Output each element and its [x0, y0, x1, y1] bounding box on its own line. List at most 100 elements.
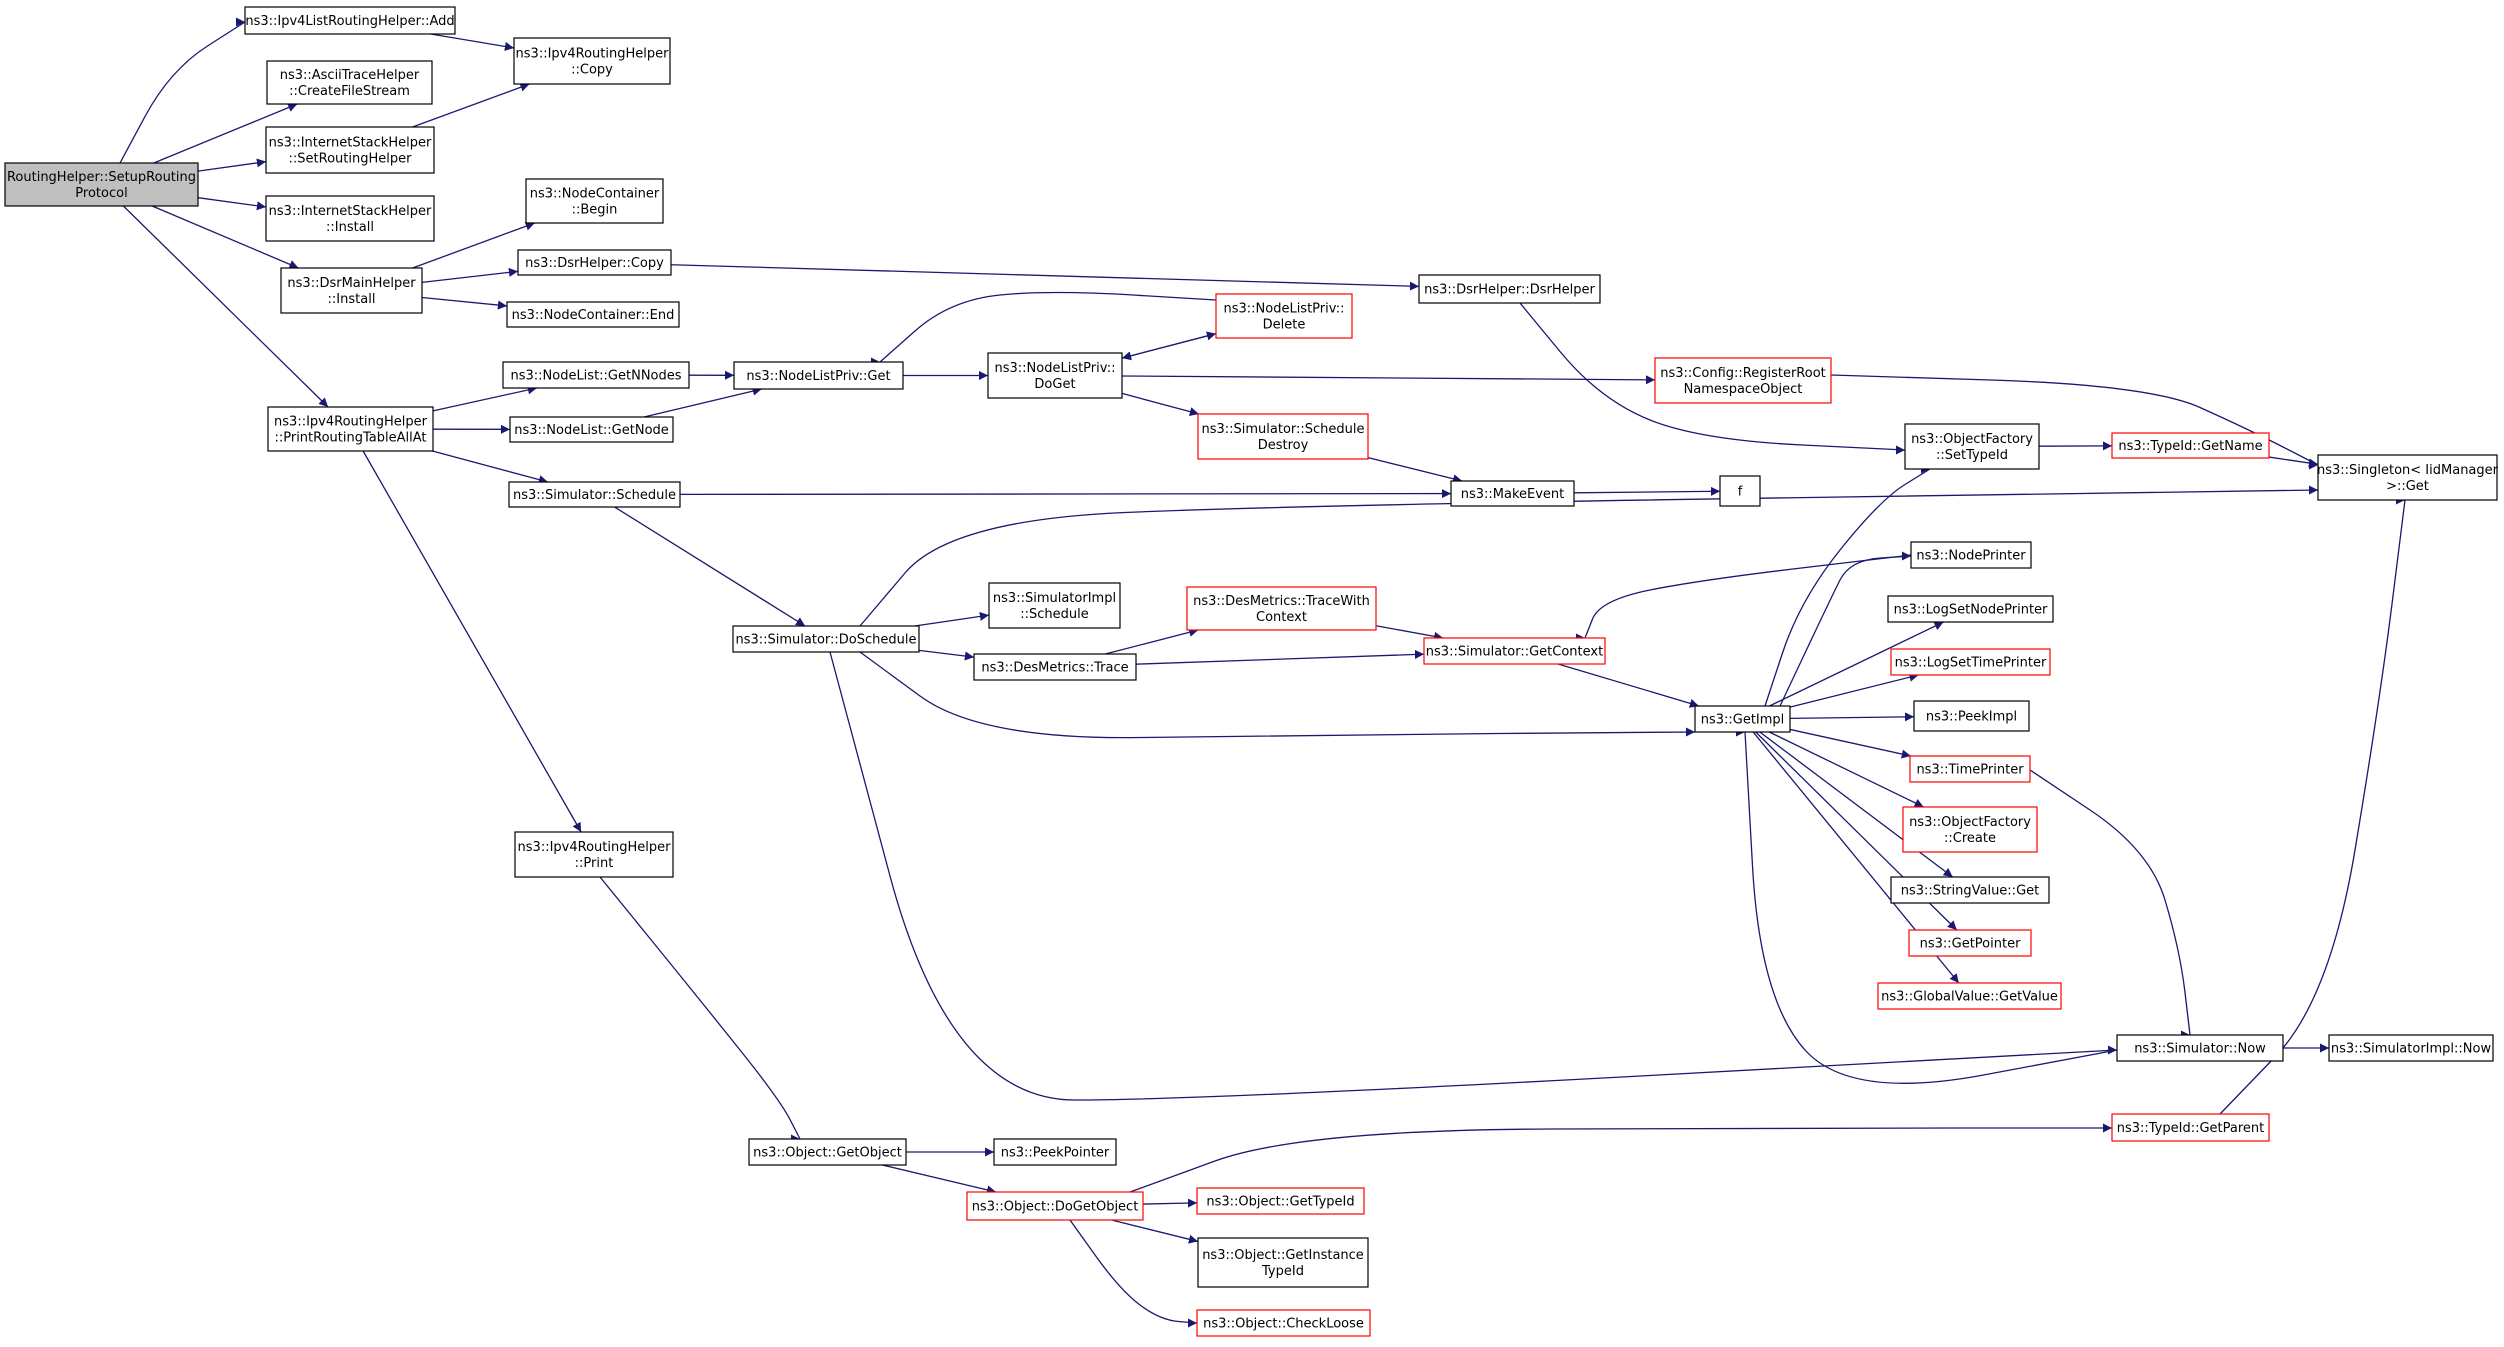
node-obj-getobject[interactable]: ns3::Object::GetObject: [748, 1138, 907, 1166]
node-ish-install[interactable]: ns3::InternetStackHelper::Install: [265, 195, 435, 242]
node-dsrhelper-copy[interactable]: ns3::DsrHelper::Copy: [517, 249, 672, 276]
edge-obj_dogetobject-to-obj_checkloose: [1069, 1219, 1198, 1327]
node-logsettimeprinter[interactable]: ns3::LogSetTimePrinter: [1890, 648, 2051, 676]
node-obj-gettypeid[interactable]: ns3::Object::GetTypeId: [1196, 1187, 1365, 1215]
node-box: [993, 1138, 1117, 1166]
node-dsrmain-install[interactable]: ns3::DsrMainHelper::Install: [280, 267, 423, 314]
node-label: ns3::NodePrinter: [1916, 549, 2026, 564]
node-nodeprinter[interactable]: ns3::NodePrinter: [1910, 541, 2032, 569]
node-nl-getnnodes[interactable]: ns3::NodeList::GetNNodes: [502, 361, 690, 389]
node-label: ::CreateFileStream: [289, 84, 410, 99]
node-ascii-create[interactable]: ns3::AsciiTraceHelper::CreateFileStream: [266, 60, 433, 105]
node-label: ns3::Ipv4ListRoutingHelper::Add: [245, 14, 454, 29]
node-ipv4rh-printall[interactable]: ns3::Ipv4RoutingHelper::PrintRoutingTabl…: [267, 406, 434, 452]
edge-sim_doschedule-to-simimpl_schedule: [914, 611, 990, 627]
node-box: [513, 37, 671, 85]
node-box: [2317, 454, 2498, 501]
node-typeid-getparent[interactable]: ns3::TypeId::GetParent: [2111, 1113, 2270, 1142]
node-stringvalue-get[interactable]: ns3::StringValue::Get: [1890, 876, 2050, 904]
node-label: ns3::StringValue::Get: [1901, 884, 2039, 899]
node-box: [2111, 1113, 2270, 1142]
edge-nlp_doget-to-sim_schedule_destroy: [1121, 392, 1200, 417]
node-label: ns3::LogSetNodePrinter: [1894, 603, 2048, 618]
node-sim-now[interactable]: ns3::Simulator::Now: [2116, 1034, 2284, 1062]
edge-typeid_getname-to-singleton_get: [2268, 456, 2319, 468]
node-box: [748, 1138, 907, 1166]
node-nlp-delete[interactable]: ns3::NodeListPriv::Delete: [1215, 293, 1353, 339]
node-typeid-getname[interactable]: ns3::TypeId::GetName: [2111, 432, 2270, 459]
edge-cfg_register-to-singleton_get: [1830, 374, 2319, 466]
edge-root-to-ish_install: [197, 197, 267, 211]
node-ipv4rh-print[interactable]: ns3::Ipv4RoutingHelper::Print: [514, 831, 674, 878]
node-label: ns3::ObjectFactory: [1909, 815, 2031, 830]
node-label: ns3::Ipv4RoutingHelper: [274, 415, 428, 430]
node-label: ns3::TimePrinter: [1916, 763, 2024, 778]
node-box: [1909, 755, 2031, 783]
node-nc-end[interactable]: ns3::NodeContainer::End: [506, 301, 680, 328]
node-box: [506, 301, 680, 328]
node-f[interactable]: f: [1719, 475, 1761, 507]
node-label: ns3::Singleton< IidManager: [2317, 463, 2499, 478]
node-getimpl[interactable]: ns3::GetImpl: [1694, 705, 1791, 733]
node-logsetnodeprinter[interactable]: ns3::LogSetNodePrinter: [1887, 595, 2054, 623]
node-label: ns3::NodeContainer::End: [512, 308, 675, 323]
edge-getimpl-to-of_create: [1768, 731, 1924, 808]
node-singleton-get[interactable]: ns3::Singleton< IidManager>::Get: [2317, 454, 2499, 501]
node-ipv4rh-copy[interactable]: ns3::Ipv4RoutingHelper::Copy: [513, 37, 671, 85]
node-label: ::Copy: [571, 63, 613, 78]
node-peekimpl[interactable]: ns3::PeekImpl: [1913, 700, 2030, 732]
node-box: [265, 195, 435, 242]
node-nlp-doget[interactable]: ns3::NodeListPriv::DoGet: [987, 352, 1123, 399]
node-desm-trace[interactable]: ns3::DesMetrics::Trace: [973, 653, 1137, 681]
node-obj-dogetobject[interactable]: ns3::Object::DoGetObject: [966, 1191, 1144, 1221]
node-peekpointer[interactable]: ns3::PeekPointer: [993, 1138, 1117, 1166]
node-globalvalue-get[interactable]: ns3::GlobalValue::GetValue: [1877, 982, 2062, 1010]
node-box: [525, 178, 664, 224]
node-label: ns3::Simulator::GetContext: [1426, 645, 1603, 660]
node-label: ns3::Object::GetObject: [753, 1146, 902, 1161]
node-label: ns3::Object::GetInstance: [1202, 1248, 1364, 1263]
edge-obj_dogetobject-to-obj_gettypeid: [1142, 1198, 1198, 1208]
node-makeevent[interactable]: ns3::MakeEvent: [1450, 480, 1575, 507]
node-ipv4list-add[interactable]: ns3::Ipv4ListRoutingHelper::Add: [244, 6, 456, 35]
node-label: ns3::PeekImpl: [1926, 710, 2017, 725]
node-getpointer[interactable]: ns3::GetPointer: [1908, 929, 2032, 957]
node-label: ns3::AsciiTraceHelper: [280, 68, 420, 83]
node-simimpl-now[interactable]: ns3::SimulatorImpl::Now: [2328, 1034, 2494, 1062]
node-label: ::Begin: [572, 203, 618, 218]
node-label: ::SetTypeId: [1936, 448, 2008, 463]
node-label: ns3::Object::GetTypeId: [1206, 1195, 1354, 1210]
node-label: ns3::NodeList::GetNode: [514, 423, 669, 438]
edge-nlp_doget-to-cfg_register: [1121, 375, 1656, 385]
node-box: [1196, 1187, 1365, 1215]
edge-obj_dogetobject-to-obj_getinstancetypeid: [1111, 1219, 1199, 1244]
node-label: ns3::DesMetrics::TraceWith: [1193, 594, 1370, 609]
node-obj-checkloose[interactable]: ns3::Object::CheckLoose: [1196, 1309, 1371, 1337]
node-timeprinter[interactable]: ns3::TimePrinter: [1909, 755, 2031, 783]
node-box: [1694, 705, 1791, 733]
node-label: ns3::NodeContainer: [530, 187, 660, 202]
edge-ipv4rh_printall-to-sim_schedule: [432, 450, 549, 485]
edge-ish_setrouting-to-ipv4rh_copy: [412, 82, 530, 128]
node-nlp-get[interactable]: ns3::NodeListPriv::Get: [733, 361, 904, 390]
node-ish-setrouting[interactable]: ns3::InternetStackHelper::SetRoutingHelp…: [265, 126, 435, 174]
node-sim-schedule[interactable]: ns3::Simulator::Schedule: [508, 481, 681, 508]
node-of-settypeid[interactable]: ns3::ObjectFactory::SetTypeId: [1904, 423, 2040, 470]
node-label: Protocol: [75, 186, 127, 201]
node-box: [1890, 876, 2050, 904]
node-nc-begin[interactable]: ns3::NodeContainer::Begin: [525, 178, 664, 224]
node-nl-getnode[interactable]: ns3::NodeList::GetNode: [509, 416, 674, 443]
node-sim-doschedule[interactable]: ns3::Simulator::DoSchedule: [732, 625, 920, 653]
node-of-create[interactable]: ns3::ObjectFactory::Create: [1902, 806, 2038, 853]
node-sim-getcontext[interactable]: ns3::Simulator::GetContext: [1423, 637, 1606, 665]
node-dsrhelper-ctor[interactable]: ns3::DsrHelper::DsrHelper: [1418, 274, 1601, 304]
edge-sim_schedule-to-makeevent: [679, 489, 1452, 499]
node-label: NamespaceObject: [1684, 382, 1803, 397]
edge-nodeprinter-to-sim_getcontext: [1580, 554, 1912, 639]
node-simimpl-schedule[interactable]: ns3::SimulatorImpl::Schedule: [988, 582, 1121, 629]
